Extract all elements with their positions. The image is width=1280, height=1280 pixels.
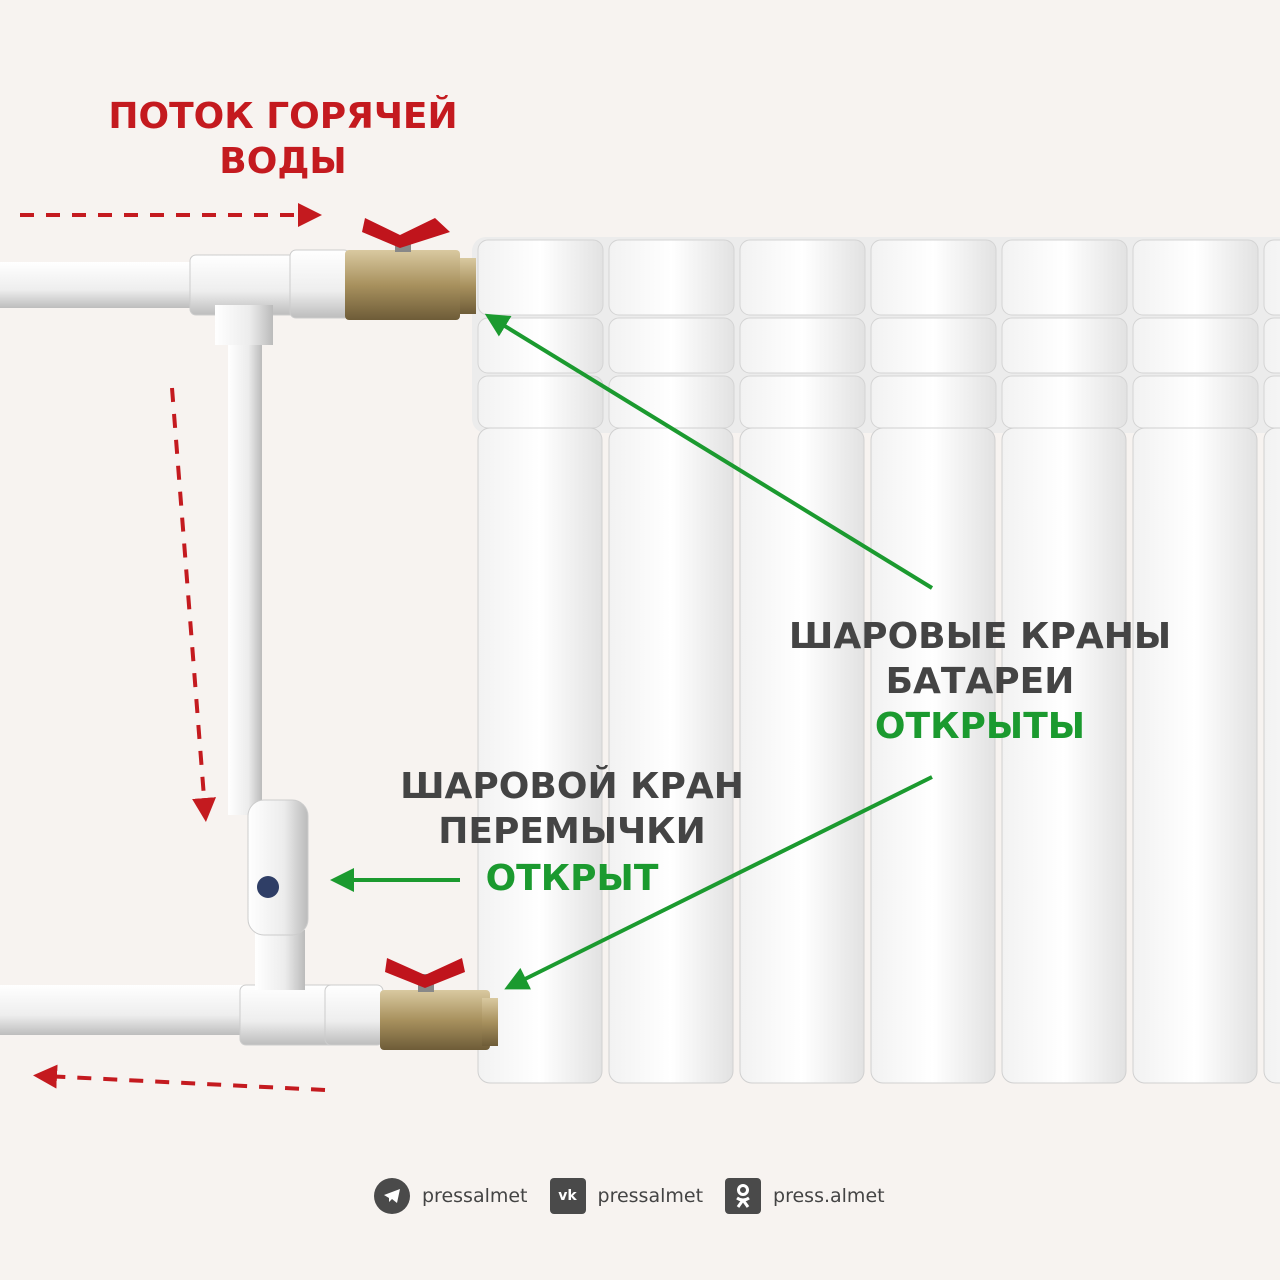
- radiator-section-top: [1001, 239, 1128, 316]
- pointer-top-valve: [484, 313, 934, 590]
- radiator-section-panel: [739, 427, 865, 1084]
- bypass-ball-valve: [247, 799, 309, 936]
- radiator-section-top: [608, 239, 735, 316]
- radiator-section-top: [739, 239, 866, 316]
- radiator-section-panel: [1263, 427, 1280, 1084]
- radiator-section-rib: [739, 375, 866, 429]
- radiator-section-rib: [1132, 375, 1259, 429]
- radiator-section-mid: [1263, 317, 1280, 374]
- radiator-section-mid: [739, 317, 866, 374]
- social-footer: pressalmet vk pressalmet press.almet: [374, 1178, 907, 1214]
- radiator-section-rib: [477, 375, 604, 429]
- radiator-section-rib: [1001, 375, 1128, 429]
- battery-valves-line1: ШАРОВЫЕ КРАНЫ: [789, 616, 1171, 657]
- battery-valves-line2: БАТАРЕИ: [886, 661, 1075, 702]
- flow-arrow-out: [33, 1064, 326, 1092]
- radiator-section-mid: [608, 317, 735, 374]
- bypass-valve-line1: ШАРОВОЙ КРАН: [400, 765, 744, 807]
- telegram-handle: pressalmet: [422, 1185, 528, 1207]
- pointer-bottom-valve: [504, 775, 933, 990]
- title-line1: ПОТОК ГОРЯЧЕЙ: [108, 95, 457, 137]
- pipework: [0, 249, 384, 1046]
- radiator: [472, 237, 1280, 1084]
- odnoklassniki-icon: [725, 1178, 762, 1214]
- vk-handle: pressalmet: [597, 1185, 704, 1207]
- social-vk[interactable]: vk pressalmet: [549, 1178, 704, 1214]
- radiator-section-panel: [870, 427, 996, 1084]
- radiator-section-mid: [1132, 317, 1259, 374]
- title-line2: ВОДЫ: [219, 141, 346, 182]
- bottom-battery-valve: [380, 958, 498, 1050]
- bypass-valve-status: ОТКРЫТ: [486, 858, 659, 899]
- radiator-section-top: [477, 239, 604, 316]
- radiator-section-panel: [608, 427, 734, 1084]
- radiator-section-mid: [1001, 317, 1128, 374]
- radiator-section-top: [1263, 239, 1280, 316]
- top-battery-valve: [345, 218, 476, 320]
- telegram-icon: [374, 1178, 410, 1214]
- battery-valves-status: ОТКРЫТЫ: [875, 706, 1085, 747]
- social-telegram[interactable]: pressalmet: [374, 1178, 528, 1214]
- radiator-section-top: [1132, 239, 1259, 316]
- radiator-section-rib: [870, 375, 997, 429]
- radiator-section-mid: [870, 317, 997, 374]
- vk-icon: vk: [549, 1178, 586, 1214]
- bypass-valve-line2: ПЕРЕМЫЧКИ: [438, 811, 705, 852]
- flow-arrow-down: [170, 387, 217, 822]
- odnoklassniki-handle: press.almet: [773, 1185, 885, 1207]
- radiator-section-panel: [1132, 427, 1258, 1084]
- radiator-section-panel: [477, 427, 603, 1084]
- social-odnoklassniki[interactable]: press.almet: [725, 1178, 885, 1214]
- radiator-section-rib: [1263, 375, 1280, 429]
- radiator-section-panel: [1001, 427, 1127, 1084]
- radiator-section-top: [870, 239, 997, 316]
- radiator-section-mid: [477, 317, 604, 374]
